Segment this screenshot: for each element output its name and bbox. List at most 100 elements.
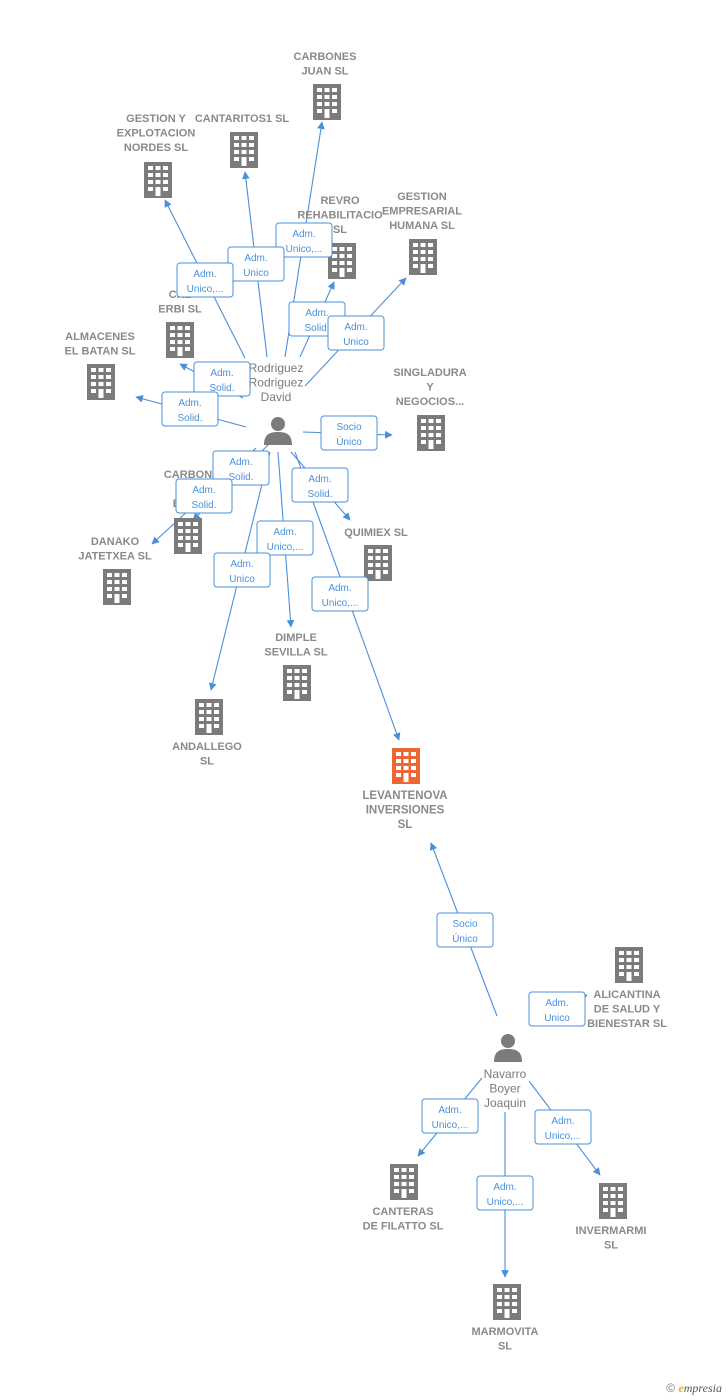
building-icon[interactable] (101, 569, 133, 605)
company-label: DIMPLE (275, 632, 317, 644)
edge-label-nav-invermarmi[interactable]: Adm.Unico,... (534, 1109, 592, 1145)
company-node-cal[interactable]: CALERBI SL (158, 289, 202, 358)
edge-label-text: Adm. (344, 322, 367, 333)
edge-label-text: Solid. (307, 489, 332, 500)
edge-label-rod-carbon-ve[interactable]: Adm.Solid. (212, 450, 270, 486)
building-icon[interactable] (415, 415, 447, 451)
person-icon[interactable] (264, 417, 292, 445)
building-icon[interactable] (193, 699, 225, 735)
footer-brand: © empresia (666, 1381, 722, 1396)
edge-label-rod-gestion-emp[interactable]: Adm. Unico (327, 315, 385, 351)
building-icon[interactable] (597, 1183, 629, 1219)
building-icon[interactable] (311, 84, 343, 120)
edge-label-rod-cantaritos[interactable]: Adm.Unico (227, 246, 285, 282)
edge-label-rod-andallego[interactable]: Adm.Unico (213, 552, 271, 588)
edge-label-text: Unico (544, 1013, 570, 1024)
building-icon[interactable] (390, 748, 422, 784)
person-icon[interactable] (494, 1034, 522, 1062)
edge-label-box[interactable] (327, 315, 385, 351)
edge-label-text: Solid. (191, 500, 216, 511)
edge-label-rod-levantenova[interactable]: Adm.Unico,... (311, 576, 369, 612)
company-label: REVRO (320, 195, 360, 207)
building-icon[interactable] (228, 132, 260, 168)
copyright-symbol: © (666, 1381, 676, 1395)
company-label: JUAN SL (301, 66, 348, 78)
edge-label-box[interactable] (476, 1175, 534, 1211)
company-node-quimiex[interactable]: QUIMIEX SL (344, 527, 408, 581)
company-label: SL (200, 756, 214, 768)
building-icon[interactable] (491, 1284, 523, 1320)
edge-label-box[interactable] (291, 467, 349, 503)
edge-label-nav-marmovita[interactable]: Adm.Unico,... (476, 1175, 534, 1211)
edge-label-text: Unico,... (322, 598, 359, 609)
edge-label-text: Unico (343, 337, 369, 348)
edge-label-rod-cal[interactable]: Adm.Solid. (193, 361, 251, 397)
edge-label-text: Único (336, 435, 362, 448)
company-node-cantaritos[interactable]: CANTARITOS1 SL (195, 113, 290, 168)
edge-label-rod-dimple[interactable]: Adm.Unico,... (256, 520, 314, 556)
company-node-singladura[interactable]: SINGLADURAYNEGOCIOS... (393, 367, 467, 451)
edge-label-box[interactable] (421, 1098, 479, 1134)
edge-label-box[interactable] (213, 552, 271, 588)
edge-label-text: Unico,... (545, 1131, 582, 1142)
company-label: EXPLOTACION (117, 128, 196, 140)
building-icon[interactable] (362, 545, 394, 581)
edge-label-rod-carbones[interactable]: Adm.Unico,... (275, 222, 333, 258)
edge-label-text: Adm. (308, 474, 331, 485)
building-icon[interactable] (281, 665, 313, 701)
company-label: ALMACENES (65, 331, 135, 343)
company-label: ERBI SL (158, 304, 202, 316)
edge-label-rod-gestion-explot[interactable]: Adm.Unico,... (176, 262, 234, 298)
building-icon[interactable] (407, 239, 439, 275)
company-label: HUMANA SL (389, 220, 455, 232)
company-label: JATETXEA SL (78, 551, 152, 563)
company-node-andallego[interactable]: ANDALLEGO SL (172, 699, 242, 768)
edge-label-box[interactable] (161, 391, 219, 427)
edge-label-box[interactable] (176, 262, 234, 298)
edge-label-text: Unico,... (487, 1197, 524, 1208)
company-label: ANDALLEGO (172, 741, 242, 753)
company-label: CANTERAS (372, 1206, 433, 1218)
edge-label-nav-canteras[interactable]: Adm.Unico,... (421, 1098, 479, 1134)
edge-label-box[interactable] (212, 450, 270, 486)
edge-label-rod-danako[interactable]: Adm.Solid. (175, 478, 233, 514)
edge-label-text: Adm. (273, 527, 296, 538)
company-label: QUIMIEX SL (344, 527, 408, 539)
building-icon[interactable] (164, 322, 196, 358)
edge-label-box[interactable] (528, 991, 586, 1027)
building-icon[interactable] (613, 947, 645, 983)
edge-label-box[interactable] (534, 1109, 592, 1145)
company-label: SINGLADURA (393, 367, 466, 379)
edge-label-box[interactable] (275, 222, 333, 258)
edge-label-box[interactable] (193, 361, 251, 397)
building-icon[interactable] (85, 364, 117, 400)
building-icon[interactable] (142, 162, 174, 198)
edge-label-box[interactable] (436, 912, 494, 948)
building-icon[interactable] (172, 518, 204, 554)
edge-label-box[interactable] (320, 415, 378, 451)
edge-label-box[interactable] (311, 576, 369, 612)
edge-label-rod-quimiex[interactable]: Adm. Solid. (291, 467, 349, 503)
building-icon[interactable] (388, 1164, 420, 1200)
edge-label-rod-almacenes[interactable]: Adm.Solid. (161, 391, 219, 427)
edge-label-box[interactable] (175, 478, 233, 514)
edge-label-nav-alicantina[interactable]: Adm.Unico (528, 991, 586, 1027)
edge-label-box[interactable] (256, 520, 314, 556)
company-label: NEGOCIOS... (396, 396, 464, 408)
